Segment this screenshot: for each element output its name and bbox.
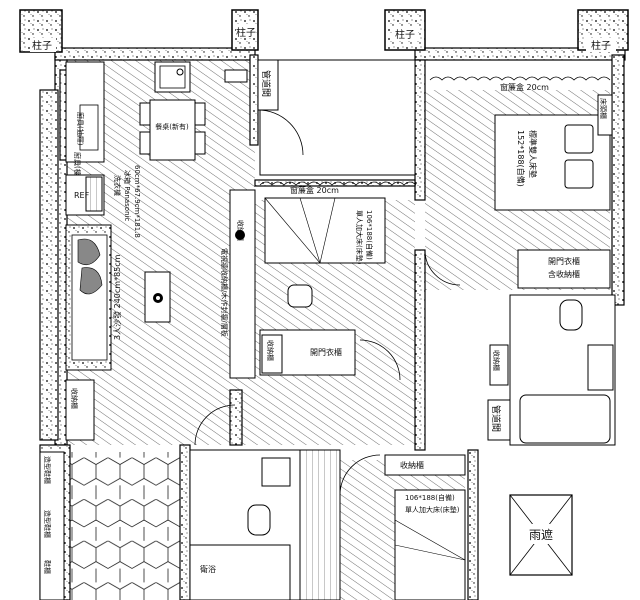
master-bed: 標準雙人床墊 152*188(自備) 床頭櫃 [494,94,613,211]
sofa-label: 3人沙發 240cm*85cm [113,254,122,340]
tv-wall [229,189,256,379]
fridge-spec-label: 冰箱 Panasonic [123,170,132,221]
single-bed-label: 單人加大床(床墊) [355,210,364,265]
fridge-label: REF [74,191,90,200]
lower-storage-label: 收納櫃 [400,460,424,470]
pipe-duct-label-2: 管道間 [490,405,502,432]
shoe-cabinet-label: 鞋櫃 [43,560,52,574]
living-room: 3人沙發 240cm*85cm 收納櫃 電視牆收納櫃/木作封牆/層板 [65,189,256,379]
lower-bed-label: 單人加大床(床墊) [405,505,460,514]
single-bed-size: 106*188(自備) [365,210,374,260]
tv-cabinet-label: 電視牆收納櫃/木作封牆/層板 [220,248,229,337]
appliances: REF 洗衣機 冰箱 Panasonic 60cm*67.9cm*181.8 [65,165,141,238]
bedside-label: 床頭櫃 [599,98,608,119]
sink-label: 衛浴 [200,564,216,574]
kitchen: 廚具(抽屜) 廚具(檯面) 餐桌(新有) [65,61,248,186]
curtain-box-label-1: 窗簾盒 20cm [290,185,339,195]
door-swings [194,249,461,496]
fridge-size-label: 60cm*67.9cm*181.8 [133,165,141,238]
corridor-storage-label: 收納櫃 [70,388,79,409]
entry-hex-tiles [65,452,180,600]
rain-shelter-label: 雨遮 [529,527,553,542]
entry-cabinet-label-2: 造型鞋櫃 [43,510,52,538]
pipe-duct-label-1: 管道間 [260,70,272,97]
washer-label: 洗衣機 [113,175,122,196]
dining-table-label: 餐桌(新有) [155,122,189,131]
walls [39,47,626,600]
double-bed-label: 標準雙人床墊 [528,130,538,178]
dining-table [149,99,196,161]
pillars: 柱子 柱子 柱子 柱子 [19,9,629,53]
rain-shelter: 雨遮 [509,494,573,576]
lower-wardrobe [299,449,341,600]
master-wardrobe-label: 開門衣櫃 [548,256,580,266]
entry-cabinet-label-1: 造型鞋櫃 [43,456,52,484]
kitchen-top-label: 廚具(檯面) [73,152,82,186]
mid-storage-label: 收納櫃 [266,340,275,361]
wardrobe-door-label: 開門衣櫃 [310,347,342,357]
kitchen-sink [154,61,191,93]
pillar-label-3: 柱子 [395,28,415,41]
double-bed-size: 152*188(自備) [516,130,526,187]
kitchen-drawer-label: 廚具(抽屜) [76,112,85,146]
pillar-label-1: 柱子 [32,39,52,52]
lower-single-bed: 106*188(自備) 單人加大床(床墊) [394,489,466,600]
master-wardrobe-storage: 含收納櫃 [548,269,580,279]
lower-bathroom: 衛浴 [189,449,301,600]
master-bathroom: 收納櫃 管道間 [487,294,616,446]
pillar-label-4: 柱子 [591,39,611,52]
bath-storage-label: 收納櫃 [492,350,501,371]
master-wardrobe [517,249,611,289]
pillar-label-2: 柱子 [236,26,256,39]
single-bed: 單人加大床(床墊) 106*188(自備) [264,197,386,308]
lower-bed-size: 106*188(自備) [405,493,455,502]
storage-room [259,59,416,176]
curtain-box-label-2: 窗簾盒 20cm [500,82,549,92]
washer [85,176,103,212]
